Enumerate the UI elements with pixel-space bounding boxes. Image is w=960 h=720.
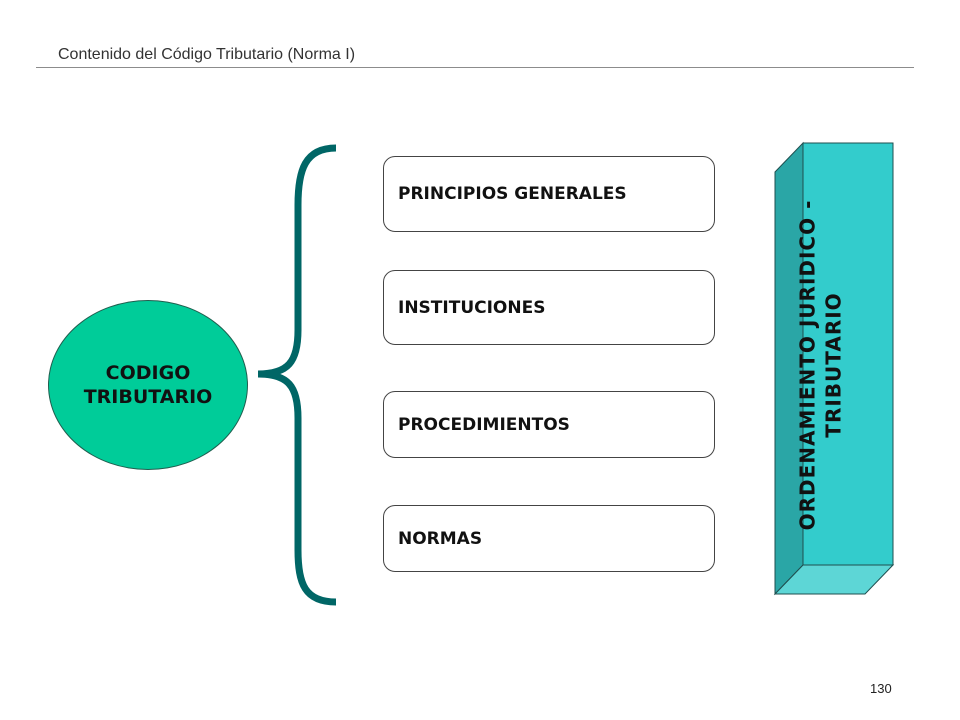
- center-node-line2: TRIBUTARIO: [83, 386, 213, 408]
- ordenamiento-block-label: ORDENAMIENTO JURIDICO - TRIBUTARIO: [775, 135, 865, 595]
- center-node-line1: CODIGO: [105, 362, 191, 384]
- item-box-principios: PRINCIPIOS GENERALES: [383, 156, 715, 232]
- item-box-instituciones: INSTITUCIONES: [383, 270, 715, 345]
- block-label-line1: ORDENAMIENTO JURIDICO -: [795, 199, 819, 531]
- item-label: PRINCIPIOS GENERALES: [398, 184, 627, 204]
- title-divider: [36, 67, 914, 68]
- codigo-tributario-node: CODIGO TRIBUTARIO: [48, 300, 248, 470]
- item-box-normas: NORMAS: [383, 505, 715, 572]
- block-label-line2: TRIBUTARIO: [821, 292, 845, 438]
- block-front-face: [802, 142, 894, 566]
- item-box-procedimientos: PROCEDIMIENTOS: [383, 391, 715, 458]
- page-number: 130: [870, 681, 892, 696]
- curly-brace: [257, 144, 337, 606]
- page-title: Contenido del Código Tributario (Norma I…: [58, 46, 356, 63]
- item-label: NORMAS: [398, 528, 483, 549]
- item-label: PROCEDIMIENTOS: [398, 414, 570, 435]
- item-label: INSTITUCIONES: [398, 297, 546, 318]
